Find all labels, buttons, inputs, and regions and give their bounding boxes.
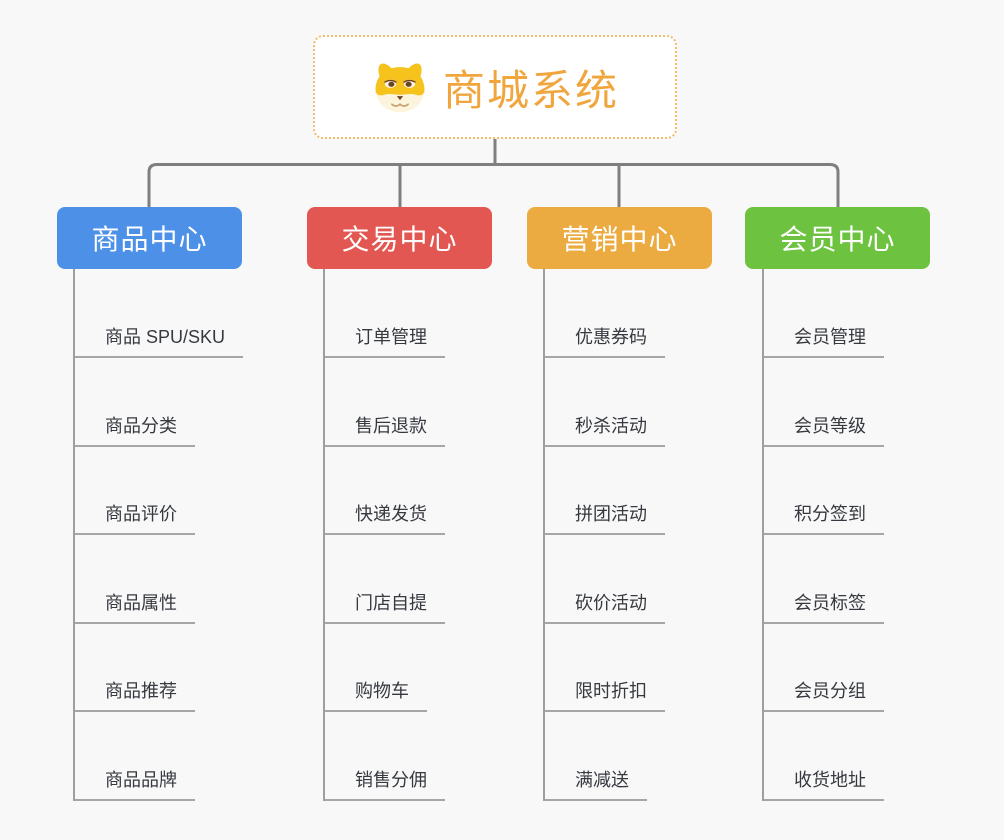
leaf-topic[interactable]: 会员分组: [764, 678, 884, 712]
leaf-topic[interactable]: 会员标签: [764, 590, 884, 624]
leaf-topic[interactable]: 商品推荐: [75, 678, 195, 712]
leaf-topic[interactable]: 快递发货: [325, 501, 445, 535]
branch-topic-products[interactable]: 商品中心: [57, 207, 242, 269]
branch-members-children: 会员管理 会员等级 积分签到 会员标签 会员分组 收货地址: [762, 269, 884, 801]
leaf-topic[interactable]: 订单管理: [325, 324, 445, 358]
leaf-topic[interactable]: 会员等级: [764, 413, 884, 447]
branch-topic-label: 会员中心: [779, 224, 896, 255]
root-topic-label: 商城系统: [442, 66, 619, 114]
leaf-topic[interactable]: 满减送: [545, 767, 647, 801]
branch-topic-label: 营销中心: [561, 224, 678, 255]
branch-marketing-children: 优惠券码 秒杀活动 拼团活动 砍价活动 限时折扣 满减送: [543, 269, 665, 801]
leaf-topic[interactable]: 销售分佣: [325, 767, 445, 801]
leaf-topic[interactable]: 会员管理: [764, 324, 884, 358]
leaf-topic[interactable]: 商品分类: [75, 413, 195, 447]
leaf-topic[interactable]: 拼团活动: [545, 501, 665, 535]
branch-products-children: 商品 SPU/SKU 商品分类 商品评价 商品属性 商品推荐 商品品牌: [73, 269, 244, 801]
leaf-topic[interactable]: 收货地址: [764, 767, 884, 801]
branch-topic-trade[interactable]: 交易中心: [307, 207, 492, 269]
leaf-topic[interactable]: 商品品牌: [75, 767, 195, 801]
branch-topic-label: 交易中心: [341, 224, 458, 255]
branch-trade-children: 订单管理 售后退款 快递发货 门店自提 购物车 销售分佣: [323, 269, 445, 801]
root-topic[interactable]: 商城系统: [313, 35, 677, 139]
leaf-topic[interactable]: 优惠券码: [545, 324, 665, 358]
leaf-topic[interactable]: 商品 SPU/SKU: [75, 324, 244, 358]
leaf-topic[interactable]: 商品属性: [75, 590, 195, 624]
shiba-dog-face-icon: [375, 63, 425, 113]
branch-topic-label: 商品中心: [91, 224, 208, 255]
leaf-topic[interactable]: 商品评价: [75, 501, 195, 535]
leaf-topic[interactable]: 售后退款: [325, 413, 445, 447]
branch-topic-marketing[interactable]: 营销中心: [527, 207, 712, 269]
branch-topic-members[interactable]: 会员中心: [745, 207, 930, 269]
leaf-topic[interactable]: 砍价活动: [545, 590, 665, 624]
leaf-topic[interactable]: 限时折扣: [545, 678, 665, 712]
leaf-topic[interactable]: 秒杀活动: [545, 413, 665, 447]
leaf-topic[interactable]: 积分签到: [764, 501, 884, 535]
leaf-topic[interactable]: 门店自提: [325, 590, 445, 624]
leaf-topic[interactable]: 购物车: [325, 678, 427, 712]
